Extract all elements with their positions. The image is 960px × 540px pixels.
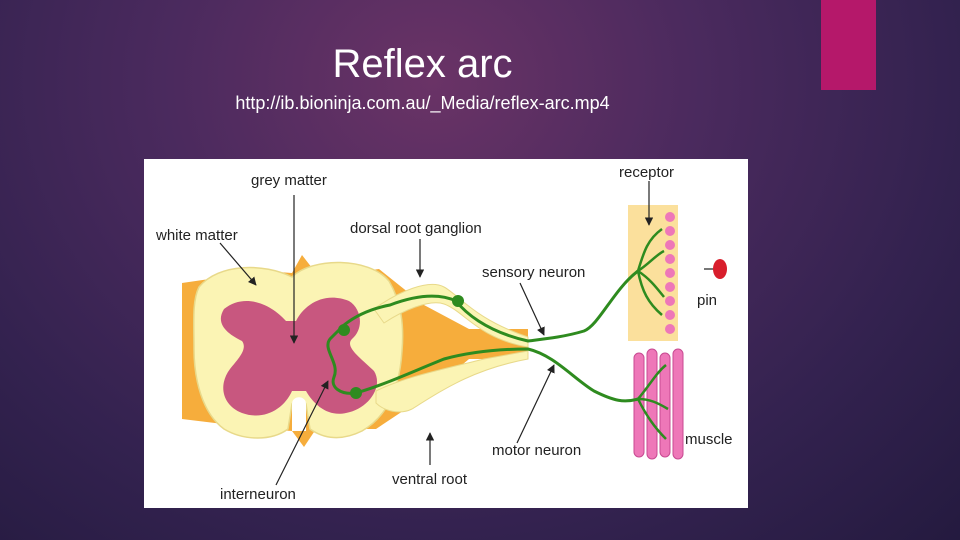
label-receptor: receptor	[619, 164, 674, 181]
dorsal-root-ganglion-cell	[452, 295, 464, 307]
label-sensory-neuron: sensory neuron	[482, 264, 585, 281]
interneuron-cell	[338, 324, 350, 336]
slide-subtitle-link[interactable]: http://ib.bioninja.com.au/_Media/reflex-…	[235, 93, 610, 113]
receptor-cells	[665, 212, 675, 334]
label-pin: pin	[697, 292, 717, 309]
label-leaders	[219, 181, 654, 486]
motor-neuron-path	[355, 347, 639, 403]
accent-bar	[821, 0, 876, 90]
motor-neuron-cell	[350, 387, 362, 399]
label-ventral-root: ventral root	[392, 471, 468, 488]
reflex-arc-diagram: grey matter white matter dorsal root gan…	[144, 159, 748, 508]
receptor-branches	[636, 227, 665, 316]
label-white-matter: white matter	[155, 227, 238, 244]
sensory-neuron-path	[343, 269, 639, 343]
label-interneuron: interneuron	[220, 486, 296, 503]
interneuron-path	[326, 323, 357, 395]
slide-title: Reflex arc	[332, 42, 513, 86]
label-grey-matter: grey matter	[251, 172, 327, 189]
central-canal	[292, 397, 306, 431]
dorsal-root	[373, 283, 529, 348]
label-dorsal-root-ganglion: dorsal root ganglion	[350, 220, 482, 237]
muscle-fibres	[633, 348, 684, 460]
label-muscle: muscle	[685, 431, 733, 448]
grey-matter-region	[220, 297, 378, 416]
ventral-root	[375, 350, 529, 413]
label-motor-neuron: motor neuron	[492, 442, 581, 459]
muscle-branches	[636, 364, 669, 440]
pin-icon	[704, 259, 727, 279]
reflex-arc-svg: grey matter white matter dorsal root gan…	[155, 164, 733, 503]
